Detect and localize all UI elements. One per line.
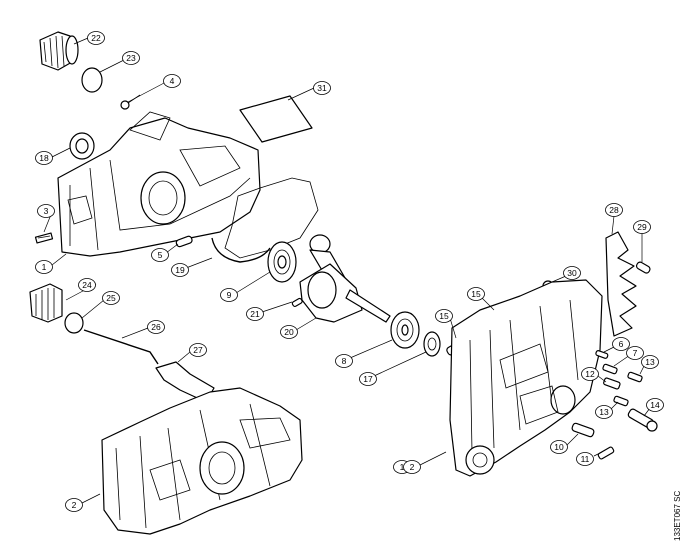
callout-17: 17 (359, 372, 377, 386)
callout-2b: 2 (403, 460, 421, 474)
callout-24: 24 (78, 278, 96, 292)
callout-15a: 15 (467, 287, 485, 301)
svg-text:12: 12 (585, 369, 595, 379)
svg-text:30: 30 (567, 268, 577, 278)
svg-text:15: 15 (439, 311, 449, 321)
callout-13a: 13 (641, 355, 659, 369)
svg-text:21: 21 (250, 309, 260, 319)
svg-text:31: 31 (317, 83, 327, 93)
svg-text:13: 13 (645, 357, 655, 367)
svg-text:3: 3 (44, 206, 49, 216)
svg-text:25: 25 (106, 293, 116, 303)
callout-2a: 2 (65, 498, 83, 512)
callout-11: 11 (576, 452, 594, 466)
callout-19: 19 (171, 263, 189, 277)
part-17-oil-seal (423, 331, 441, 357)
svg-text:8: 8 (342, 356, 347, 366)
svg-text:2: 2 (410, 462, 415, 472)
callout-25: 25 (102, 291, 120, 305)
svg-text:9: 9 (227, 290, 232, 300)
part-21-pin (291, 297, 303, 307)
callout-4: 4 (163, 74, 181, 88)
callout-6: 6 (612, 337, 630, 351)
part-9-ball-bearing (267, 241, 297, 283)
part-10-screw (571, 422, 595, 438)
small-screws-right (595, 350, 643, 407)
callout-31: 31 (313, 81, 331, 95)
svg-text:23: 23 (126, 53, 136, 63)
part-20-crankshaft (299, 234, 391, 323)
svg-text:1: 1 (400, 462, 405, 472)
svg-text:7: 7 (633, 348, 638, 358)
part-19-spring-clip (211, 237, 271, 263)
part-31-label (239, 95, 313, 143)
svg-text:13: 13 (599, 407, 609, 417)
part-26-oil-line (83, 329, 159, 365)
svg-text:28: 28 (609, 205, 619, 215)
callout-13b: 13 (595, 405, 613, 419)
svg-text:22: 22 (91, 33, 101, 43)
part-5-dowel-pin (175, 235, 193, 248)
svg-text:4: 4 (170, 76, 175, 86)
svg-text:29: 29 (637, 222, 647, 232)
callout-23: 23 (122, 51, 140, 65)
svg-text:19: 19 (175, 265, 185, 275)
svg-text:10: 10 (554, 442, 564, 452)
callout-27: 27 (189, 343, 207, 357)
svg-text:1: 1 (42, 262, 47, 272)
callout-15b: 15 (435, 309, 453, 323)
part-1-crankcase-half-upper (57, 111, 261, 257)
svg-text:20: 20 (284, 327, 294, 337)
callout-26: 26 (147, 320, 165, 334)
svg-text:5: 5 (158, 250, 163, 260)
part-8-ball-bearing (390, 311, 420, 349)
callout-22: 22 (87, 31, 105, 45)
reference-code-text: 133ET067 SC (673, 490, 682, 541)
callout-5: 5 (151, 248, 169, 262)
svg-text:14: 14 (650, 400, 660, 410)
part-4-screw (120, 94, 141, 110)
callout-14: 14 (646, 398, 664, 412)
crankcase-gasket (224, 177, 319, 259)
callout-1a: 1 (35, 260, 53, 274)
callout-29: 29 (633, 220, 651, 234)
svg-text:15: 15 (471, 289, 481, 299)
part-29-screw (635, 261, 651, 274)
svg-text:11: 11 (581, 454, 590, 464)
callout-30: 30 (563, 266, 581, 280)
svg-text:24: 24 (82, 280, 92, 290)
part-22-bearing-unit (39, 31, 79, 71)
part-24-bearing-unit (29, 283, 63, 323)
callout-10: 10 (550, 440, 568, 454)
part-11-screw (597, 446, 615, 460)
part-2-crankcase-half-lower (101, 387, 303, 535)
svg-text:27: 27 (193, 345, 203, 355)
callout-3: 3 (37, 204, 55, 218)
svg-text:18: 18 (39, 153, 49, 163)
svg-text:26: 26 (151, 322, 161, 332)
part-25-o-ring (64, 312, 84, 334)
callout-9: 9 (220, 288, 238, 302)
callout-7: 7 (626, 346, 644, 360)
svg-text:17: 17 (363, 374, 373, 384)
callout-8: 8 (335, 354, 353, 368)
diagram-reference-code: 133ET067 SC (673, 465, 687, 545)
svg-text:6: 6 (619, 339, 624, 349)
callout-21: 21 (246, 307, 264, 321)
callout-18: 18 (35, 151, 53, 165)
callout-20: 20 (280, 325, 298, 339)
callout-28: 28 (605, 203, 623, 217)
part-1-crankcase-half-right (449, 279, 603, 477)
part-18-oil-seal (69, 132, 95, 160)
svg-text:2: 2 (72, 500, 77, 510)
callout-12: 12 (581, 367, 599, 381)
part-23-o-ring (81, 67, 103, 93)
part-3-screw (34, 232, 54, 244)
part-14-bolt (627, 408, 658, 432)
part-28-bumper-spike (605, 231, 637, 337)
